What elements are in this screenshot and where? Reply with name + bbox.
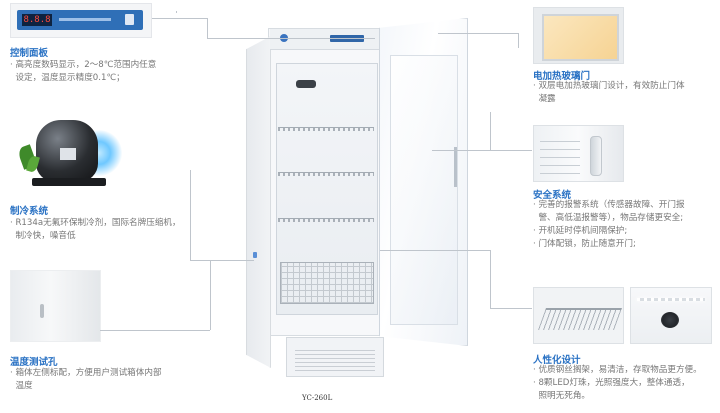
test-hole-bullets: · 箱体左侧标配，方便用户测试箱体内部 温度 [10,367,162,393]
wire-basket [280,262,374,304]
safety-title: 安全系统 [533,190,572,201]
connector-line [380,250,490,251]
vent-grille [295,347,375,371]
shelf-rails [540,140,580,174]
led-strip [637,298,705,301]
bottom-vent [286,337,384,377]
model-caption: YC-260L [302,394,333,402]
test-hole-port-icon [40,304,44,318]
safety-bullets: · 完善的报警系统（传感器故障、开门报 警、高低温报警等），物品存储更安全; ·… [533,199,685,251]
connector-line [490,308,532,309]
connector-line [490,112,491,150]
panel-bullet: · 高亮度数码显示，2～8℃范围内任意 [10,60,157,70]
test-hole-bullet: · 箱体左侧标配，方便用户测试箱体内部 [10,368,162,378]
lock-handle-icon [590,136,602,176]
power-button-icon [125,14,134,25]
connector-line [210,260,211,330]
shelf-thumbnail [533,287,624,344]
side-test-hole-marker [253,252,257,258]
control-panel-strip: 8.8.8 [17,10,143,30]
glass-door-bullet: · 双层电加热玻璃门设计，有效防止门体 [533,81,685,91]
design-bullet: · 8颗LED灯珠，光照强度大，整体通透， [533,378,690,388]
panel-bullets: · 高亮度数码显示，2～8℃范围内任意 设定，温度显示精度0.1℃； [10,59,156,85]
design-bullets: · 优质钢丝搁架，易清洁，存取物品更方便。 · 8颗LED灯珠，光照强度大，整体… [533,364,702,403]
connector-line [490,150,532,151]
control-panel-thumbnail: 8.8.8 [10,3,152,38]
connector-line [100,330,210,331]
test-hole-title: 温度测试孔 [10,357,58,368]
cabinet-control-panel [270,29,382,50]
design-bullet: · 优质钢丝搁架，易清洁，存取物品更方便。 [533,365,702,375]
safety-bullet: · 开机延时停机间隔保护; [533,226,628,236]
test-hole-bullet: 温度 [10,381,33,391]
connector-line [207,18,208,38]
test-hole-thumbnail [10,270,101,342]
compressor-label [60,148,76,160]
cabinet-body [268,28,384,336]
glass-door-thumbnail [533,7,624,64]
wire-shelf [278,172,374,176]
glass-door-title: 电加热玻璃门 [533,71,591,82]
panel-label-bars [59,18,111,21]
safety-bullet: 警、高低温报警等），物品存储更安全; [533,213,684,223]
design-bullet: 照明无死角。 [533,391,591,401]
connector-line [432,150,490,151]
panel-bullet: 设定，温度显示精度0.1℃； [10,73,125,83]
cooling-title: 制冷系统 [10,206,49,217]
connector-line [490,250,491,308]
safety-bullet: · 完善的报警系统（传感器故障、开门报 [533,200,685,210]
connector-line [518,33,519,48]
cooling-bullets: · R134a无氟环保制冷剂，国际名牌压缩机， 制冷快，噪音低 [10,217,181,243]
compressor-image [14,108,124,196]
heated-glass-pane [542,14,619,61]
fan-icon [661,312,679,328]
door-handle [454,147,457,187]
inner-liner [276,63,378,315]
cooling-bullet: · R134a无氟环保制冷剂，国际名牌压缩机， [10,218,181,228]
cabinet-side [246,36,271,368]
connector-line [438,33,518,34]
compressor-base [32,178,106,186]
wire-shelf [278,218,374,222]
wire-shelf [278,127,374,131]
digital-display: 8.8.8 [22,14,52,26]
glass-door-bullets: · 双层电加热玻璃门设计，有效防止门体 凝露 [533,80,685,106]
led-thumbnail [630,287,712,344]
fan-icon [296,80,316,88]
connector-line [152,18,207,19]
design-title: 人性化设计 [533,355,581,366]
connector-line [190,260,254,261]
cooling-bullet: 制冷快，噪音低 [10,231,76,241]
glass-door [379,18,468,346]
connector-line [176,11,177,13]
connector-line [207,38,375,39]
door-glass-pane [390,55,458,325]
panel-title: 控制面板 [10,48,49,59]
safety-thumbnail [533,125,624,182]
safety-bullet: · 门体配锁，防止随意开门; [533,239,636,249]
glass-door-bullet: 凝露 [533,94,556,104]
connector-line [190,170,191,260]
wire-shelf-detail [537,308,623,330]
